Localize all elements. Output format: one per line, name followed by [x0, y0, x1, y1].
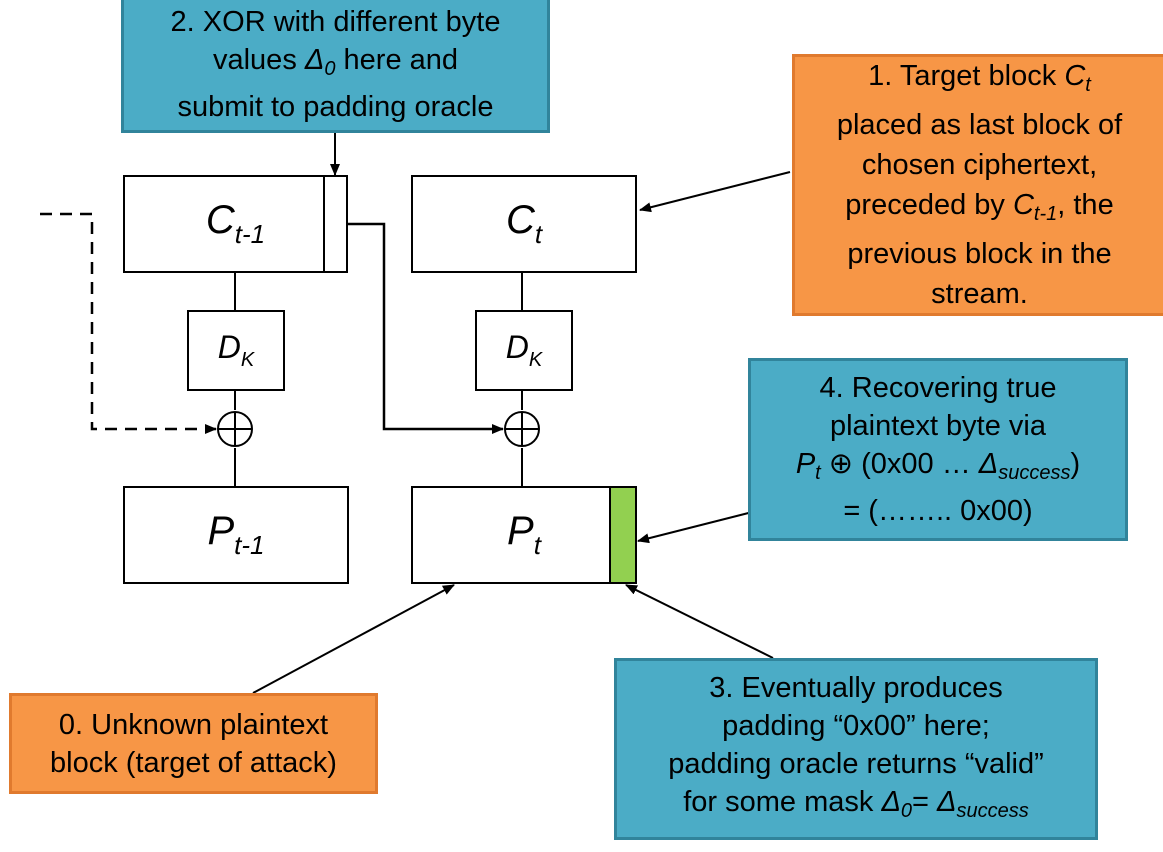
decrypt-box-left: DK — [187, 310, 285, 391]
callout-step-1-line-1: 1. Target block Ct — [868, 60, 1091, 96]
callout-step-3: 3. Eventually produces padding “0x00” he… — [614, 658, 1098, 840]
callout-step-1-line-2: placed as last block of — [836, 109, 1123, 141]
callout-step-2-line-3: submit to padding oracle — [177, 91, 494, 123]
callout-step-1-line-5: previous block in the — [847, 238, 1112, 270]
step3-arrow — [625, 584, 774, 659]
decrypt-box-right-label: DK — [505, 329, 543, 371]
ciphertext-block-target: Ct — [411, 175, 637, 273]
plaintext-block-target: Pt — [411, 486, 637, 584]
callout-step-1: 1. Target block Ct placed as last block … — [792, 54, 1163, 316]
plaintext-block-target-label: Pt — [507, 509, 541, 560]
ciphertext-block-prev-label: Ct-1 — [205, 198, 266, 249]
step1-arrow — [639, 171, 791, 213]
callout-step-0-line-1: 0. Unknown plaintext — [58, 708, 329, 741]
callout-step-2-line-2: values Δ0 here and — [212, 44, 459, 80]
callout-step-3-line-1: 3. Eventually produces — [709, 671, 1003, 704]
ciphertext-block-target-label: Ct — [505, 198, 543, 249]
callout-step-2: 2. XOR with different byte values Δ0 her… — [121, 0, 550, 133]
cprev-to-xor-right-arrow — [346, 222, 504, 434]
decrypt-box-right: DK — [475, 310, 573, 391]
callout-step-0: 0. Unknown plaintext block (target of at… — [9, 693, 378, 794]
ciphertext-block-prev: Ct-1 — [123, 175, 348, 273]
dashed-chain-arrow — [40, 212, 217, 434]
decrypt-box-left-label: DK — [217, 329, 255, 371]
callout-step-4-line-4: = (…….. 0x00) — [843, 495, 1033, 527]
plaintext-block-prev-label: Pt-1 — [207, 509, 265, 560]
plaintext-block-prev: Pt-1 — [123, 486, 349, 584]
callout-step-1-line-4: preceded by Ct-1, the — [845, 189, 1114, 225]
callout-step-1-line-6: stream. — [931, 278, 1028, 310]
callout-step-2-line-1: 2. XOR with different byte — [170, 6, 501, 38]
callout-step-3-line-3: padding oracle returns “valid” — [668, 747, 1044, 780]
callout-step-4: 4. Recovering true plaintext byte via Pt… — [748, 358, 1128, 541]
callout-step-4-line-1: 4. Recovering true — [819, 372, 1057, 404]
step0-arrow — [252, 584, 455, 694]
callout-step-4-line-2: plaintext byte via — [829, 410, 1046, 442]
xor-symbol-right — [504, 411, 540, 447]
callout-step-3-line-4: for some mask Δ0= Δsuccess — [683, 785, 1029, 822]
padding-byte-highlight — [609, 488, 635, 582]
callout-step-0-line-2: block (target of attack) — [50, 746, 337, 779]
callout-step-3-line-2: padding “0x00” here; — [722, 709, 990, 742]
callout-step-1-line-3: chosen ciphertext, — [861, 149, 1098, 181]
callout-step-4-line-3: Pt ⊕ (0x00 … Δsuccess) — [795, 448, 1081, 484]
ciphertext-prev-last-byte — [323, 177, 346, 271]
xor-symbol-left — [217, 411, 253, 447]
